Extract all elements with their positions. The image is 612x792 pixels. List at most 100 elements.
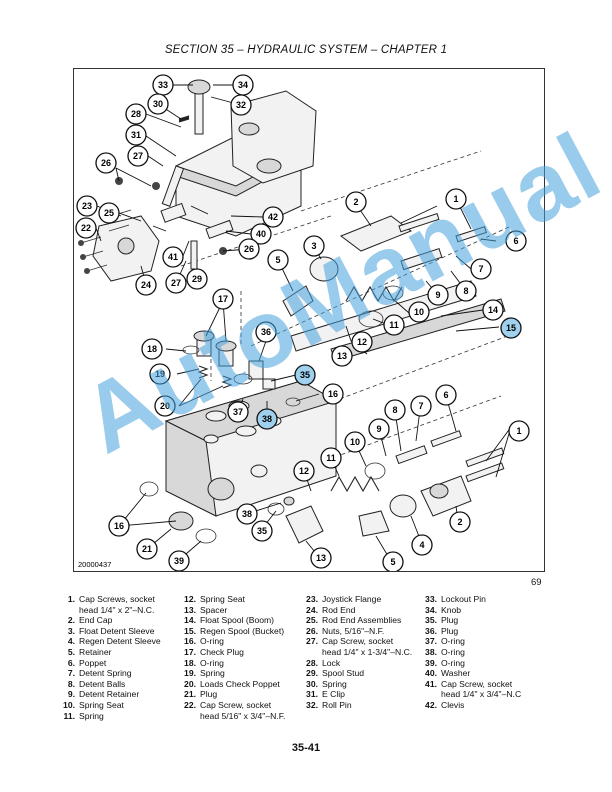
legend-item: 5.Retainer	[56, 647, 161, 658]
svg-text:39: 39	[174, 556, 184, 566]
check-plugs	[182, 330, 301, 407]
legend-item-text: Clevis	[441, 699, 465, 710]
legend-item-number: 40.	[425, 668, 437, 679]
legend-item: 3.Float Detent Sleeve	[56, 626, 161, 637]
legend-item-text: Cap Screw, socket head 1/4" x 1-3/4"–N.C…	[322, 636, 413, 657]
svg-text:38: 38	[242, 509, 252, 519]
legend-item-number: 14.	[184, 615, 196, 626]
svg-text:35: 35	[257, 526, 267, 536]
callout-4: 4	[411, 534, 433, 556]
legend-item: 7.Detent Spring	[56, 668, 161, 679]
callout-35-top: 35	[294, 364, 316, 386]
svg-text:9: 9	[435, 290, 440, 300]
legend-item: 42.Clevis	[418, 700, 521, 711]
callout-11-top: 11	[383, 314, 405, 336]
legend-item-number: 32.	[306, 699, 318, 710]
legend-item-number: 21.	[184, 689, 196, 700]
svg-text:5: 5	[275, 255, 280, 265]
callout-8-top: 8	[455, 280, 477, 302]
exploded-view-diagram: 33 34 32 30 28 31 27 26 23 25 22 42 40 2…	[73, 68, 545, 572]
legend-item-number: 35.	[425, 615, 437, 626]
legend-item-text: Knob	[441, 604, 462, 615]
svg-text:41: 41	[168, 252, 178, 262]
callout-13-top: 13	[331, 345, 353, 367]
legend-item-number: 19.	[184, 668, 196, 679]
callout-28: 28	[125, 103, 147, 125]
legend-item: 28.Lock	[299, 658, 412, 669]
legend-item-text: Retainer	[79, 646, 112, 657]
callout-32: 32	[230, 94, 252, 116]
callout-29: 29	[186, 268, 208, 290]
callout-1-top: 1	[445, 188, 467, 210]
legend-item: 10.Spring Seat	[56, 700, 161, 711]
svg-text:35: 35	[300, 370, 310, 380]
legend-item: 25.Rod End Assemblies	[299, 615, 412, 626]
legend-item-number: 2.	[67, 615, 75, 626]
legend-item-number: 22.	[184, 699, 196, 710]
legend-item-text: Cap Screw, socket head 1/4" x 3/4"–N.C	[441, 678, 522, 700]
callout-6-top: 6	[505, 230, 527, 252]
legend-item-text: Spring	[200, 668, 225, 679]
legend-item-text: Lock	[322, 657, 341, 668]
legend-item-text: Spring	[79, 710, 104, 721]
legend-item: 12.Spring Seat	[177, 594, 285, 605]
legend-item: 33.Lockout Pin	[418, 594, 521, 605]
lower-spool-assembly	[139, 430, 505, 544]
legend-item-text: O-ring	[441, 657, 465, 668]
callout-25: 25	[98, 202, 120, 224]
callout-26-mid: 26	[238, 238, 260, 260]
callout-1-bottom: 1	[508, 420, 530, 442]
callout-10-top: 10	[408, 301, 430, 323]
callout-30: 30	[147, 93, 169, 115]
svg-text:16: 16	[114, 521, 124, 531]
callout-13-bottom: 13	[310, 547, 332, 569]
legend-item-number: 27.	[306, 636, 318, 647]
svg-text:19: 19	[155, 369, 165, 379]
legend-item: 11.Spring	[56, 711, 161, 722]
legend-item: 37.O-ring	[418, 636, 521, 647]
legend-item: 4.Regen Detent Sleeve	[56, 636, 161, 647]
legend-item: 34.Knob	[418, 605, 521, 616]
legend-item: 24.Rod End	[299, 605, 412, 616]
legend-item: 26.Nuts, 5/16"–N.F.	[299, 626, 412, 637]
legend-item-number: 25.	[306, 615, 318, 626]
callout-40: 40	[250, 223, 272, 245]
legend-item-number: 6.	[67, 657, 75, 668]
svg-text:38: 38	[262, 414, 272, 424]
callout-27-mid: 27	[165, 272, 187, 294]
svg-text:9: 9	[376, 424, 381, 434]
legend-item-number: 41.	[425, 678, 437, 689]
legend-item-number: 39.	[425, 657, 437, 668]
legend-item-text: Plug	[441, 615, 459, 626]
callout-23: 23	[76, 195, 98, 217]
svg-text:23: 23	[82, 201, 92, 211]
legend-item-number: 36.	[425, 625, 437, 636]
legend-item-text: Detent Balls	[79, 678, 126, 689]
callout-7-top: 7	[470, 258, 492, 280]
legend-item: 30.Spring	[299, 679, 412, 690]
callout-16-top: 16	[322, 383, 344, 405]
legend-item-text: Washer	[441, 668, 471, 679]
legend-item-number: 1.	[67, 594, 75, 604]
legend-item: 15.Regen Spool (Bucket)	[177, 626, 285, 637]
legend-item-text: E Clip	[322, 689, 345, 700]
legend-item-number: 38.	[425, 646, 437, 657]
callout-38-top: 38	[256, 408, 278, 430]
callout-31: 31	[125, 124, 147, 146]
legend-item: 9.Detent Retainer	[56, 689, 161, 700]
legend-item-text: Joystick Flange	[322, 594, 382, 604]
legend-item: 39. O-ring	[418, 658, 521, 669]
svg-text:37: 37	[233, 407, 243, 417]
legend-item-text: Cap Screw, socket head 5/16" x 3/4"–N.F.	[200, 699, 286, 721]
legend-item-text: Cap Screws, socket head 1/4" x 2"–N.C.	[79, 594, 155, 615]
callout-14: 14	[482, 299, 504, 321]
callout-15: 15	[500, 317, 522, 339]
legend-item-number: 23.	[306, 594, 318, 604]
legend-item: 35. Plug	[418, 615, 521, 626]
callout-41: 41	[162, 246, 184, 268]
legend-item: 13.Spacer	[177, 605, 285, 616]
page-number: 35-41	[291, 742, 321, 754]
legend-item: 23. Joystick Flange	[299, 594, 412, 605]
legend-item: 36.Plug	[418, 626, 521, 637]
